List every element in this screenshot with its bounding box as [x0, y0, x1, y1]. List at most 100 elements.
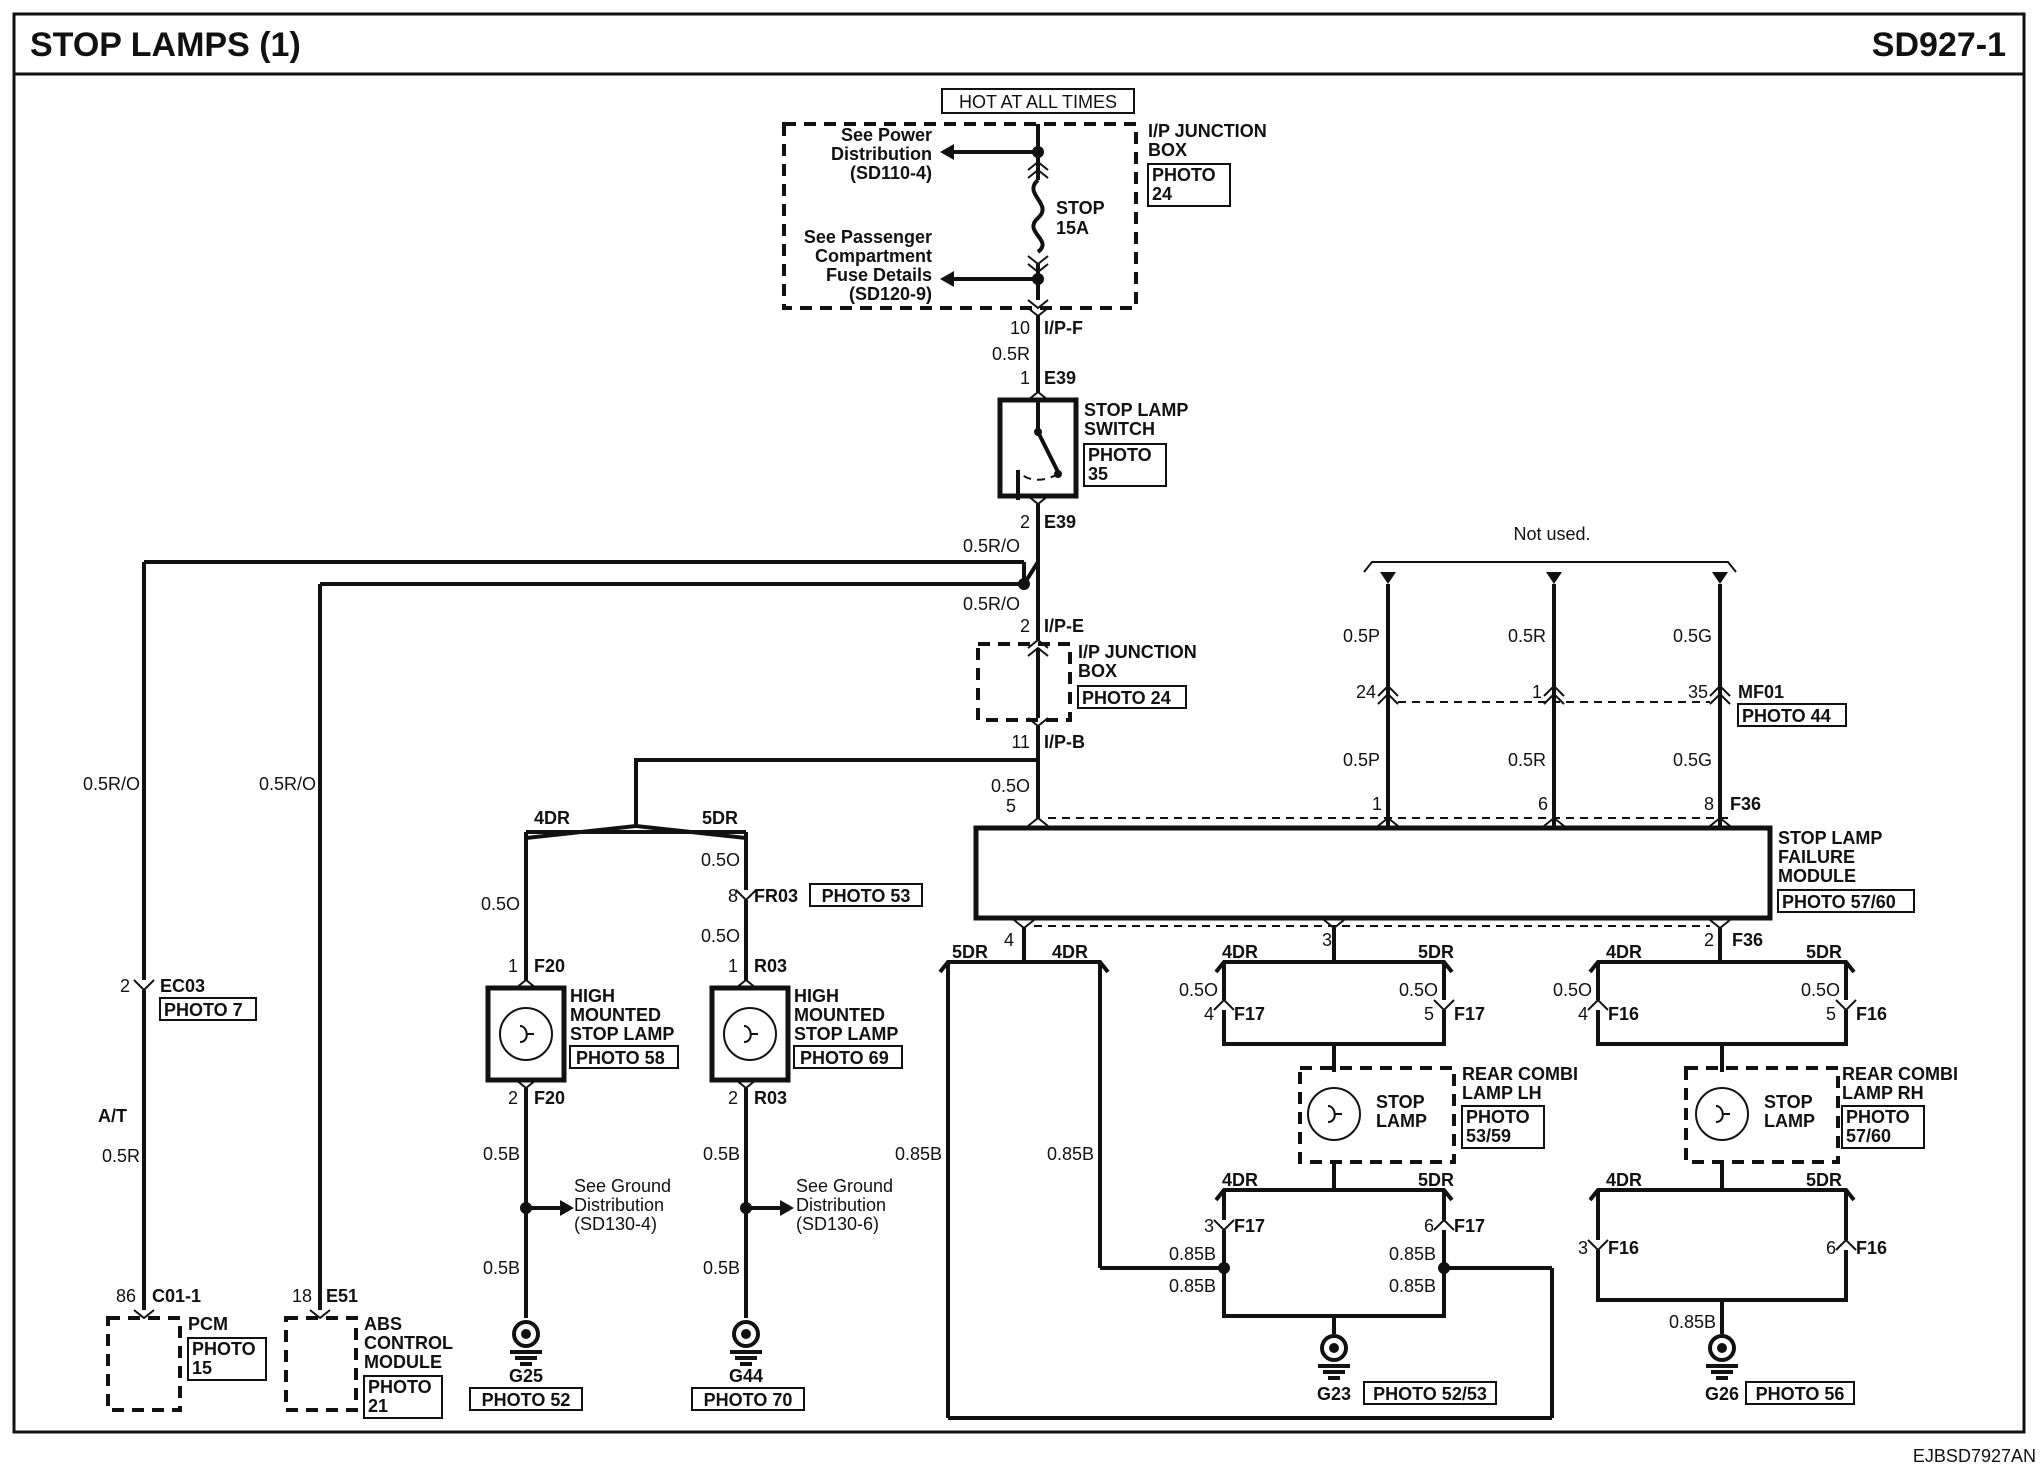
hmsl-r-photo: PHOTO 69 — [800, 1048, 889, 1068]
rh-lamp-1: STOP — [1764, 1092, 1813, 1112]
jb2-title-1: I/P JUNCTION — [1078, 642, 1197, 662]
mf01-pin-2: 1 — [1532, 682, 1542, 702]
hmsl-l-title-3: STOP LAMP — [570, 1024, 674, 1044]
hmsl-l-gphoto-box — [469, 1387, 583, 1411]
ipe-conn: I/P-E — [1044, 616, 1084, 636]
hmsl-r-pin-bot: 2 — [728, 1088, 738, 1108]
fuse-ref-2: Compartment — [815, 246, 932, 266]
lh-pin-3: 3 — [1204, 1216, 1214, 1236]
hmsl-r-wire-2: 0.5O — [701, 926, 740, 946]
ec03-photo: PHOTO 7 — [164, 1000, 243, 1020]
page-code: SD927-1 — [1872, 26, 2006, 64]
rh-photo-box — [1841, 1105, 1925, 1149]
fuse-ref-1: See Passenger — [804, 227, 932, 247]
hmsl-l-ground: G25 — [509, 1366, 543, 1386]
hmsl-l-wire-2: 0.5B — [483, 1144, 520, 1164]
rh-top-5dr: 5DR — [1806, 942, 1842, 962]
jb1-title-1: I/P JUNCTION — [1148, 121, 1267, 141]
hmsl-r-gref-3: (SD130-6) — [796, 1214, 879, 1234]
hmsl-r-wire-1: 0.5O — [701, 850, 740, 870]
hmsl-r-conn-top: R03 — [754, 956, 787, 976]
module-wire-g: 0.5G — [1673, 750, 1712, 770]
fuse-label-1: STOP — [1056, 198, 1105, 218]
ipb-pin: 11 — [1011, 732, 1030, 752]
hmsl-l-pin-top: 1 — [508, 956, 518, 976]
power-ref-2: Distribution — [831, 144, 932, 164]
module-out-pin-1: 4 — [1004, 930, 1014, 950]
lh-lamp-1: STOP — [1376, 1092, 1425, 1112]
rh-wire-o-right: 0.5O — [1801, 980, 1840, 1000]
hmsl-r-ground-arrow-icon — [780, 1200, 794, 1216]
hmsl-r-pin-top: 1 — [728, 956, 738, 976]
mf01-pin-3: 35 — [1688, 682, 1708, 702]
abs-control-module — [284, 1316, 358, 1412]
pcm-wire-2: 0.5R — [102, 1146, 140, 1166]
hmsl-r-gphoto: PHOTO 70 — [704, 1390, 793, 1410]
module-conn-top: F36 — [1730, 794, 1761, 814]
ec03-photo-box — [159, 997, 257, 1021]
lh-top-4dr: 4DR — [1222, 942, 1258, 962]
ipb-conn: I/P-B — [1044, 732, 1085, 752]
hmsl-l-gref-1: See Ground — [574, 1176, 671, 1196]
lh-gphoto-box — [1363, 1381, 1497, 1405]
rh-photo-1: PHOTO — [1846, 1107, 1910, 1127]
ip-junction-box-1 — [782, 122, 1138, 310]
pcm-photo-1: PHOTO — [192, 1339, 256, 1359]
power-wire: 0.5R — [992, 344, 1030, 364]
switch-conn-top: E39 — [1044, 368, 1076, 388]
ec03-pin: 2 — [120, 976, 130, 996]
switch-contact-icon — [1036, 431, 1060, 473]
fr03-photo-box — [809, 883, 923, 907]
hmsl-r-gref-2: Distribution — [796, 1195, 886, 1215]
lh-wire-c: 0.85B — [1389, 1244, 1436, 1264]
lh-wire-o-right: 0.5O — [1399, 980, 1438, 1000]
jb1-photo-1: PHOTO — [1152, 165, 1216, 185]
jb1-title-2: BOX — [1148, 140, 1187, 160]
out4-4dr: 4DR — [1052, 942, 1088, 962]
not-used-arrow-icon-2 — [1546, 572, 1562, 584]
rh-photo-2: 57/60 — [1846, 1126, 1891, 1146]
mf01-pin-1: 24 — [1356, 682, 1376, 702]
module-title-1: STOP LAMP — [1778, 828, 1882, 848]
rh-lamp-2: LAMP — [1764, 1111, 1815, 1131]
stop-lamp-failure-module — [973, 825, 1773, 921]
hmsl-r-gphoto-box — [691, 1387, 805, 1411]
abs-wire: 0.5R/O — [259, 774, 316, 794]
rh-pin-3: 3 — [1578, 1238, 1588, 1258]
hmsl-l-gphoto: PHOTO 52 — [482, 1390, 571, 1410]
lh-conn-3: F17 — [1234, 1216, 1265, 1236]
hmsl-l-pin-bot: 2 — [508, 1088, 518, 1108]
jb2-title-2: BOX — [1078, 661, 1117, 681]
page-title: STOP LAMPS (1) — [30, 26, 301, 64]
power-ref-1: See Power — [841, 125, 932, 145]
module-title-2: FAILURE — [1778, 847, 1855, 867]
hmsl-l-photo-box — [569, 1045, 679, 1069]
module-photo: PHOTO 57/60 — [1782, 892, 1896, 912]
fr03-pin: 8 — [728, 886, 738, 906]
switch-title-1: STOP LAMP — [1084, 400, 1188, 420]
switch-wire-1: 0.5R/O — [963, 536, 1020, 556]
switch-pin-top: 1 — [1020, 368, 1030, 388]
module-pin-q1: 1 — [1372, 794, 1382, 814]
lh-conn-4: F17 — [1454, 1216, 1485, 1236]
module-conn-bot: F36 — [1732, 930, 1763, 950]
mf01-wire-p: 0.5P — [1343, 626, 1380, 646]
hmsl-r-wire-3: 0.5B — [703, 1144, 740, 1164]
rear-combi-lamp-rh — [1684, 1066, 1840, 1164]
ground-g44-icon — [730, 1320, 762, 1366]
rh-ground: G26 — [1705, 1384, 1739, 1404]
hmsl-5dr-bulb-icon — [743, 1025, 758, 1043]
hmsl-l-ground-arrow-icon — [560, 1200, 574, 1216]
rh-title-2: LAMP RH — [1842, 1083, 1924, 1103]
pcm-title: PCM — [188, 1314, 228, 1334]
module-title-3: MODULE — [1778, 866, 1856, 886]
abs-photo-box — [363, 1375, 443, 1419]
at-label: A/T — [98, 1106, 127, 1126]
fr03-conn: FR03 — [754, 886, 798, 906]
rh-bot-4dr: 4DR — [1606, 1170, 1642, 1190]
not-used-bracket — [1363, 561, 1737, 573]
stop-fuse-icon — [1031, 178, 1045, 254]
lh-conn-2: F17 — [1454, 1004, 1485, 1024]
lh-bot-4dr: 4DR — [1222, 1170, 1258, 1190]
pcm-module — [106, 1316, 182, 1412]
